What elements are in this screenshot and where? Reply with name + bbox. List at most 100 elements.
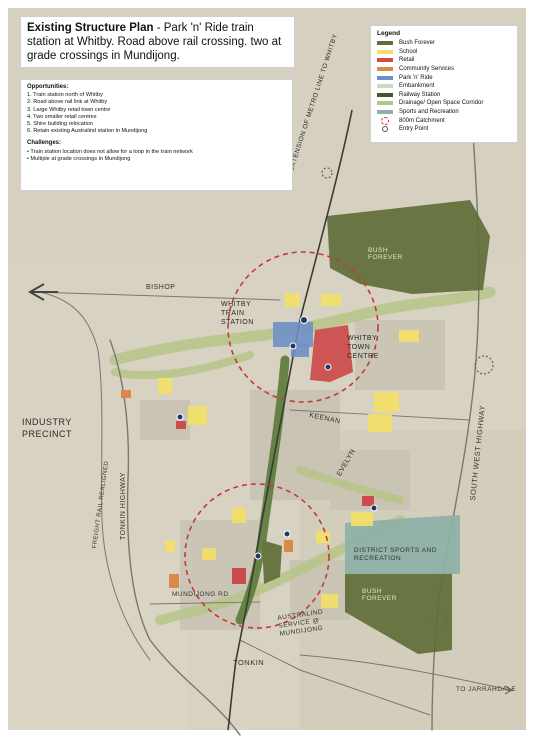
corridor-evelyn bbox=[296, 466, 404, 504]
opportunity-item: 1. Train station north of Whitby bbox=[27, 92, 103, 99]
school-4 bbox=[158, 378, 172, 394]
legend-swatch bbox=[377, 92, 393, 97]
legend-swatch bbox=[377, 58, 393, 63]
bishop-road bbox=[34, 291, 281, 301]
label-jarrahdale: TO JARRAHDALE bbox=[456, 686, 517, 693]
bush-forever-south bbox=[345, 573, 452, 654]
label-tonkin-highway: TONKIN HIGHWAY bbox=[120, 472, 127, 540]
railway-station-mundijong bbox=[254, 552, 262, 560]
label-whitby-station: WHITBY TRAIN STATION bbox=[221, 301, 254, 326]
opportunity-item: 6. Retain existing Australind station in… bbox=[27, 128, 148, 135]
legend-swatch bbox=[377, 49, 393, 54]
tonkin-highway-road bbox=[109, 339, 241, 736]
legend-item: Drainage/ Open Space Corridor bbox=[377, 99, 511, 108]
sports-recreation bbox=[345, 515, 460, 574]
legend-label: Park 'n' Ride bbox=[399, 74, 433, 81]
entry-point-icon bbox=[382, 126, 388, 133]
school-5 bbox=[188, 406, 207, 425]
legend-item: 800m Catchment bbox=[377, 116, 511, 125]
station-markers bbox=[176, 316, 378, 560]
legend-label: Community Services bbox=[399, 66, 455, 73]
retail-west bbox=[176, 421, 186, 429]
legend-label: Retail bbox=[399, 57, 415, 64]
title-rest: - Park 'n' Ride train station at Whitby.… bbox=[27, 22, 282, 62]
legend-swatch bbox=[377, 84, 393, 89]
challenge-item: • Train station location does not allow … bbox=[27, 148, 193, 155]
legend-item: Embankment bbox=[377, 82, 511, 91]
label-bush-forever-north: BUSH FOREVER bbox=[368, 247, 403, 261]
entry-points bbox=[321, 167, 494, 629]
legend-item: Railway Station bbox=[377, 91, 511, 100]
entry-point-north bbox=[474, 355, 494, 375]
label-mundijong-rd: MUNDIJONG RD bbox=[172, 591, 229, 598]
school-11 bbox=[165, 540, 175, 552]
corridor-west bbox=[111, 351, 254, 380]
challenges-heading: Challenges: bbox=[27, 140, 62, 147]
legend-swatch bbox=[377, 41, 393, 46]
legend-heading: Legend bbox=[377, 30, 401, 37]
label-industry: INDUSTRY PRECINCT bbox=[22, 417, 73, 439]
catchment-circle-icon bbox=[381, 116, 389, 125]
railway-station-centre bbox=[324, 363, 332, 371]
opportunity-item: 5. Shire building relocation bbox=[27, 121, 93, 128]
opportunity-item: 2. Road above rail link at Whitby bbox=[27, 99, 108, 106]
catchment-whitby bbox=[227, 251, 379, 403]
railway-station-west bbox=[176, 413, 184, 421]
entry-point-rail bbox=[321, 167, 333, 179]
school-12 bbox=[321, 594, 338, 608]
entry-point-south bbox=[430, 611, 448, 629]
school-8 bbox=[232, 508, 246, 523]
railway-station-mundijong-2 bbox=[283, 530, 291, 538]
schools bbox=[158, 293, 419, 608]
legend-item: School bbox=[377, 48, 511, 57]
legend-item: Retail bbox=[377, 56, 511, 65]
legend-item: Park 'n' Ride bbox=[377, 73, 511, 82]
school-6 bbox=[374, 392, 399, 412]
legend-label: 800m Catchment bbox=[399, 117, 445, 124]
community-services-2 bbox=[169, 574, 179, 588]
legend-swatch bbox=[377, 101, 393, 106]
legend-item: Bush Forever bbox=[377, 39, 511, 48]
west-arrow bbox=[27, 283, 58, 301]
legend-item: Community Services bbox=[377, 65, 511, 74]
challenges-list: • Train station location does not allow … bbox=[27, 149, 286, 163]
legend-swatch bbox=[377, 75, 393, 80]
legend-label: Embankment bbox=[399, 83, 435, 90]
label-tonkin: TONKIN bbox=[233, 658, 265, 667]
legend-item: Entry Point bbox=[377, 125, 511, 134]
freight-rail-line bbox=[39, 291, 151, 661]
opportunity-item: 4. Two smaller retail centres bbox=[27, 113, 97, 120]
page-title: Existing Structure Plan - Park 'n' Ride … bbox=[27, 21, 288, 63]
school-7 bbox=[368, 414, 392, 432]
bush-forever-north bbox=[327, 200, 490, 294]
tonkin-south-road bbox=[239, 639, 431, 716]
railway-line bbox=[227, 109, 353, 731]
opportunity-item: 3. Large Whitby retail town centre bbox=[27, 106, 111, 113]
opportunities-heading: Opportunities: bbox=[27, 84, 69, 90]
title-panel: Existing Structure Plan - Park 'n' Ride … bbox=[20, 16, 295, 68]
label-whitby-centre: WHITBY TOWN CENTRE bbox=[347, 335, 379, 360]
retail-south bbox=[232, 568, 246, 584]
info-panel: Opportunities: 1. Train station north of… bbox=[20, 79, 293, 191]
label-bishop: BISHOP bbox=[146, 284, 176, 291]
label-bush-forever-south: BUSH FOREVER bbox=[362, 588, 397, 602]
legend-swatch bbox=[377, 67, 393, 72]
legend-label: Bush Forever bbox=[399, 40, 436, 47]
mundijong-road bbox=[149, 601, 261, 605]
school-10 bbox=[202, 548, 216, 560]
legend-item: Sports and Recreation bbox=[377, 108, 511, 117]
school-3 bbox=[399, 330, 419, 342]
railway-station-whitby-2 bbox=[289, 342, 297, 350]
challenge-item: • Multiple at grade crossings in Mundijo… bbox=[27, 155, 131, 162]
legend-label: Drainage/ Open Space Corridor bbox=[399, 100, 484, 107]
label-district-sports: DISTRICT SPORTS AND RECREATION bbox=[354, 547, 437, 562]
jarrahdale-arrow bbox=[504, 685, 514, 695]
jarrahdale-road bbox=[299, 654, 511, 691]
legend-label: Entry Point bbox=[399, 126, 429, 133]
legend-label: Sports and Recreation bbox=[399, 109, 459, 116]
community-services-1 bbox=[121, 390, 131, 398]
catchment-mundijong bbox=[184, 483, 330, 629]
school-9 bbox=[351, 512, 373, 526]
